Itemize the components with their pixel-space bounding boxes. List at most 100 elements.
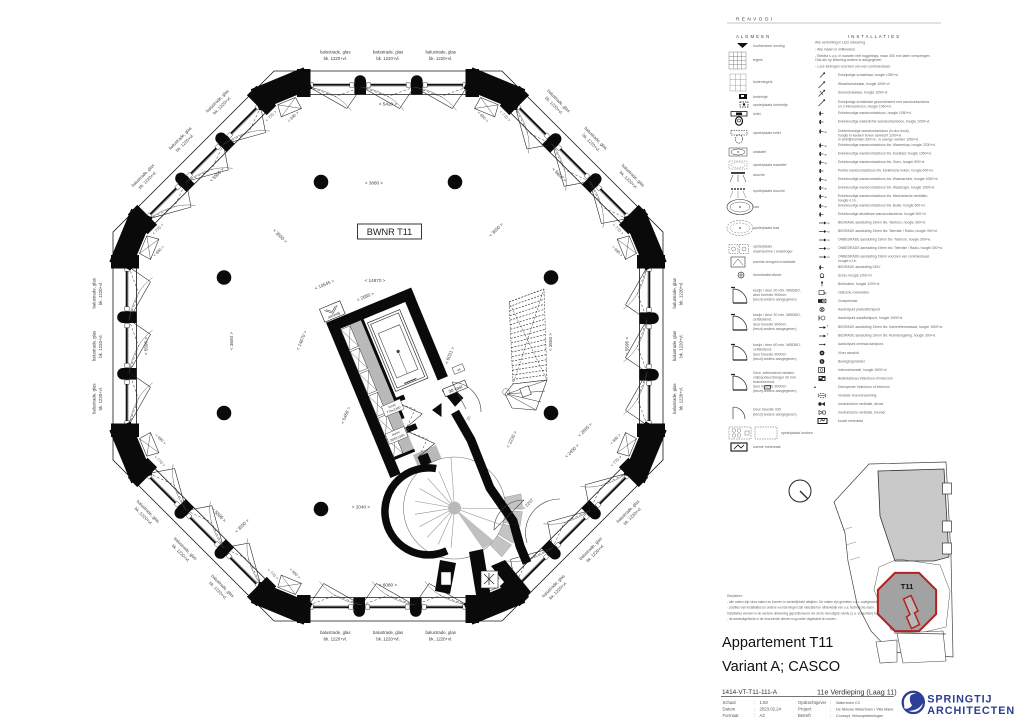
svg-text:hoofdentree woning: hoofdentree woning — [753, 44, 785, 48]
svg-text:1:50: 1:50 — [760, 700, 769, 705]
svg-text:Enkelpolige schakelaar gecombi: Enkelpolige schakelaar gecombineerd met … — [838, 100, 930, 104]
svg-text:Schel, hoogte 2200+vl.: Schel, hoogte 2200+vl. — [838, 274, 873, 278]
svg-text:w: w — [825, 130, 828, 134]
svg-text:Wisselschakelaar, hoogte 1050+: Wisselschakelaar, hoogte 1050+vl. — [838, 82, 890, 86]
svg-text:< 2040 >: < 2040 > — [352, 505, 370, 510]
svg-text:Variant A; CASCO: Variant A; CASCO — [722, 659, 840, 675]
svg-text:(tenzij anders aangegeven): (tenzij anders aangegeven) — [753, 327, 797, 331]
svg-text:Bellentableau Videofoon of I: Bellentableau Videofoon of Intercom — [838, 377, 893, 381]
svg-text:wt: wt — [456, 367, 461, 372]
svg-text:Enkelvoudige wandcontactdoos t: Enkelvoudige wandcontactdoos tbv. Wasmac… — [838, 177, 938, 181]
svg-text:w: w — [825, 187, 828, 191]
svg-text:koude meterkast: koude meterkast — [838, 419, 863, 423]
svg-text:hoogte n.t.b.: hoogte n.t.b. — [838, 259, 857, 263]
svg-text:tv: tv — [828, 230, 831, 234]
svg-text:hemelwaterafvoer: hemelwaterafvoer — [753, 273, 782, 277]
svg-text:ARCHITECTEN: ARCHITECTEN — [927, 705, 1015, 717]
svg-text:bk. 1220+vl.: bk. 1220+vl. — [98, 334, 103, 357]
svg-text:Opdrachtgever: Opdrachtgever — [798, 700, 827, 705]
svg-text::: : — [830, 713, 831, 718]
svg-text:wasmachine / wasdroger: wasmachine / wasdroger — [753, 249, 794, 253]
svg-text:Installaties worden in de verd: Installaties worden in de verdere uitwer… — [727, 611, 896, 615]
svg-text:balustrade, glas: balustrade, glas — [92, 331, 97, 361]
svg-text:koud: koud — [388, 403, 396, 410]
svg-text:warme meterkast: warme meterkast — [753, 445, 781, 449]
svg-text:bad: bad — [753, 205, 759, 209]
svg-text:De Nieuwe Watertoren / Villa M: De Nieuwe Watertoren / Villa Marie — [836, 707, 893, 711]
svg-text:A2: A2 — [760, 713, 766, 718]
svg-text:BEDRADE aansluiting 19mm tbv.: BEDRADE aansluiting 19mm tbv. Ruimterege… — [838, 334, 936, 338]
svg-text::: : — [754, 700, 755, 705]
svg-text:2023.02.24: 2023.02.24 — [760, 706, 782, 711]
svg-text:< 5595 >: < 5595 > — [144, 337, 149, 355]
svg-text:tv: tv — [828, 255, 831, 259]
svg-text:(tenzij anders aangegeven): (tenzij anders aangegeven) — [753, 412, 797, 416]
svg-text:Aarduitpunt plafondlichtpunt: Aarduitpunt plafondlichtpunt — [838, 308, 880, 312]
svg-text:Betreft: Betreft — [798, 713, 811, 718]
svg-text:bk. 1220+vl.: bk. 1220+vl. — [679, 387, 684, 410]
svg-text:Project: Project — [798, 706, 812, 711]
svg-text:< 5595 >: < 5595 > — [625, 337, 630, 355]
svg-text:- posities van installaties en: - posities van installaties en andere vo… — [727, 606, 875, 610]
svg-text:deur breedte 900mm: deur breedte 900mm — [753, 385, 786, 389]
svg-text:balustrade, glas: balustrade, glas — [320, 50, 350, 55]
svg-text:< 5468 >: < 5468 > — [340, 406, 352, 425]
svg-text:BWNR T11: BWNR T11 — [367, 227, 413, 237]
svg-text:aanzuig: aanzuig — [327, 311, 340, 320]
svg-text:< 3650 >: < 3650 > — [229, 332, 234, 350]
svg-text:Verdeler vloerverwarming: Verdeler vloerverwarming — [838, 394, 877, 398]
svg-text:tv: tv — [828, 221, 831, 225]
svg-text:Enkelvoudige wandcontactdoos t: Enkelvoudige wandcontactdoos tbv. Wasemk… — [838, 143, 936, 147]
svg-text:Alle verlichting in LED uitvoe: Alle verlichting in LED uitvoering — [815, 41, 865, 45]
svg-text:Intercomtoestel, hoogte 1500+v: Intercomtoestel, hoogte 1500+vl. — [838, 368, 887, 372]
svg-text:deur breedte 900mm: deur breedte 900mm — [753, 322, 786, 326]
svg-text:1414-VT-T11-111-A: 1414-VT-T11-111-A — [722, 689, 778, 696]
svg-text:< 5420 >: < 5420 > — [379, 102, 397, 107]
svg-text:warm: warm — [391, 430, 400, 437]
svg-text:Concept, Verkooptekeningen: Concept, Verkooptekeningen — [836, 714, 883, 718]
svg-text:< 2680 >: < 2680 > — [356, 291, 375, 303]
svg-text:Enkelvoudige afsluitbare wandc: Enkelvoudige afsluitbare wandcontactdoos… — [838, 212, 927, 216]
svg-text:opstelplaats: opstelplaats — [753, 245, 772, 249]
svg-text:bk. 1220+vl.: bk. 1220+vl. — [324, 56, 347, 61]
svg-text:bk. 1220+vl.: bk. 1220+vl. — [429, 637, 452, 642]
svg-text:opstelplaats fonteintje: opstelplaats fonteintje — [753, 103, 788, 107]
svg-text:balustrade, glas: balustrade, glas — [92, 384, 97, 414]
svg-text:Enkelvoudige wandcontactdoos t: Enkelvoudige wandcontactdoos tbv. Boiler… — [838, 204, 926, 208]
svg-text:w: w — [825, 195, 828, 199]
svg-text:bk. 1220+vl.: bk. 1220+vl. — [679, 282, 684, 305]
svg-text:< 3880 >: < 3880 > — [365, 181, 383, 186]
svg-text:deur breedte 900mm: deur breedte 900mm — [753, 352, 786, 356]
svg-text:Ook als op tekening anders is: Ook als op tekening anders is aangegeven… — [815, 58, 882, 62]
svg-text:fonteintje: fonteintje — [753, 95, 768, 99]
svg-text:kozijn / deur 60 min. WBDBO,: kozijn / deur 60 min. WBDBO, — [753, 343, 801, 347]
svg-text:< 6080 >: < 6080 > — [379, 583, 397, 588]
svg-text:Aarduitpunt centraal aardpunt.: Aarduitpunt centraal aardpunt. — [838, 342, 884, 346]
svg-text:Aarduitpunt wandlichtpunt, hoo: Aarduitpunt wandlichtpunt, hoogte 1900+v… — [838, 316, 903, 320]
svg-text:I N S T A L L A T I E S: I N S T A L L A T I E S — [848, 34, 900, 39]
svg-text:brandwerend,: brandwerend, — [753, 380, 775, 384]
svg-text:ONBEDRADE aansluiting 19mm tbv: ONBEDRADE aansluiting 19mm tbv. Televisi… — [838, 246, 943, 250]
svg-text:A L G M E E N: A L G M E E N — [736, 34, 770, 39]
svg-text:Groepenkast: Groepenkast — [838, 299, 857, 303]
svg-text:Optische rookmelder: Optische rookmelder — [838, 291, 870, 295]
svg-text:11e Verdieping (Laag 11): 11e Verdieping (Laag 11) — [817, 688, 897, 697]
svg-text:tv: tv — [828, 238, 831, 242]
svg-text:bk. 1220+vl.: bk. 1220+vl. — [98, 387, 103, 410]
svg-text::: : — [754, 713, 755, 718]
svg-text:tegels: tegels — [753, 58, 763, 62]
svg-text:bk. 1220+vl.: bk. 1220+vl. — [376, 637, 399, 642]
svg-text:800x2300: 800x2300 — [390, 433, 405, 442]
svg-text:buitentegels: buitentegels — [753, 80, 773, 84]
svg-text:Deur, zelfsluitend metalen: Deur, zelfsluitend metalen — [753, 371, 794, 375]
svg-text:Enkelvoudige wandcontactdoos t: Enkelvoudige wandcontactdoos tbv. Koelka… — [838, 152, 932, 156]
svg-text:Deurspener Videofoon of Inte: Deurspener Videofoon of Intercom — [838, 385, 890, 389]
svg-text:BEDRADE aansluiting 19mm tbv.: BEDRADE aansluiting 19mm tbv. Telefoon, … — [838, 221, 926, 225]
svg-text:BEDRADE aansluiting 19mm tbv.: BEDRADE aansluiting 19mm tbv. Televisie … — [838, 229, 938, 233]
svg-text:balustrade, glas: balustrade, glas — [426, 630, 456, 635]
svg-text:Schaal: Schaal — [723, 700, 736, 705]
svg-text:(tenzij anders aangegeven): (tenzij anders aangegeven) — [753, 357, 797, 361]
svg-text:Perilex wandcontactdoos tbv. E: Perilex wandcontactdoos tbv. Elektrische… — [838, 169, 934, 173]
svg-text::: : — [830, 706, 831, 711]
svg-text:Disclaimer:: Disclaimer: — [727, 594, 743, 598]
